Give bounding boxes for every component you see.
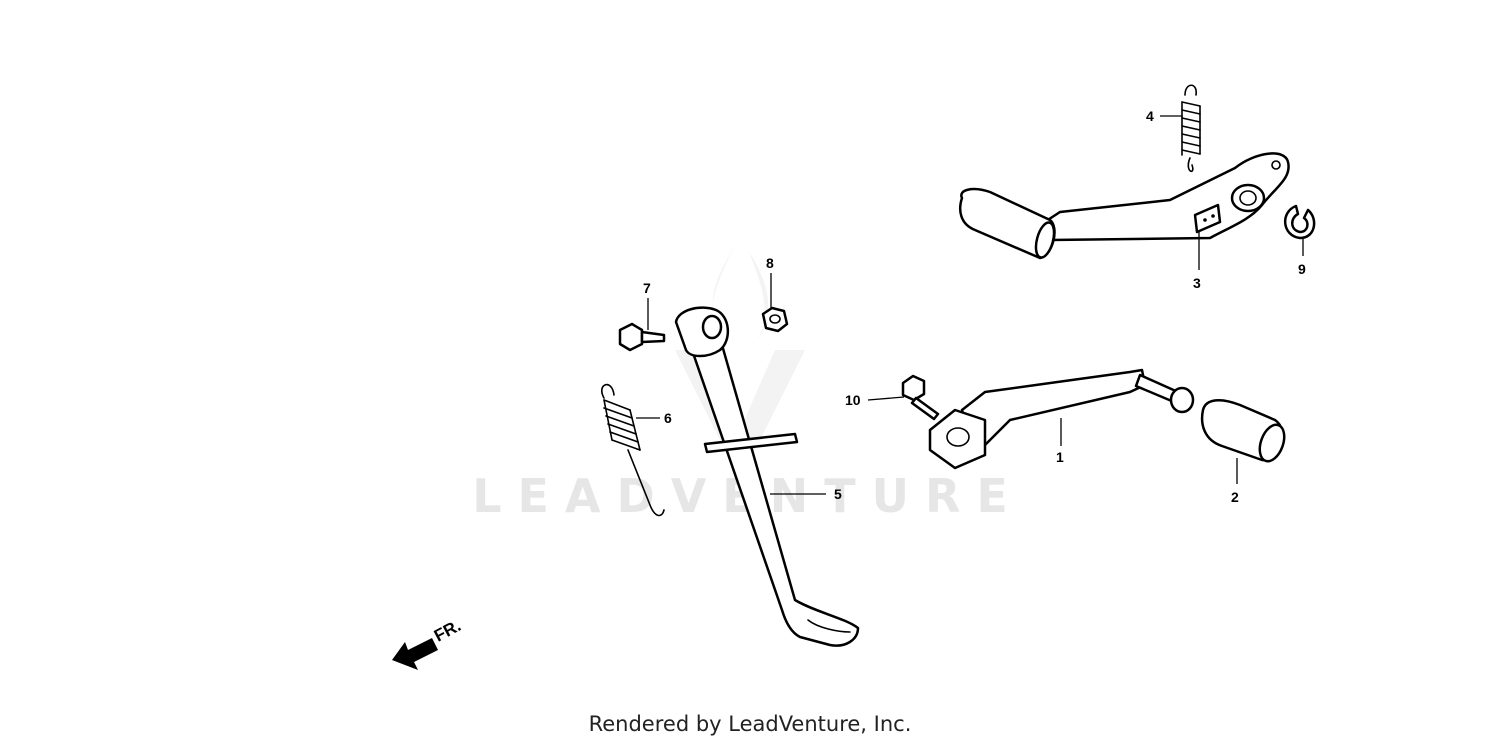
svg-text:8: 8	[766, 255, 774, 271]
pivot-bolt-part	[618, 322, 666, 352]
svg-text:3: 3	[1193, 275, 1201, 291]
flange-bolt-part	[901, 374, 940, 421]
callout-5: 5	[770, 486, 842, 502]
callout-9: 9	[1298, 238, 1306, 277]
pedal-rubber-part	[1200, 399, 1286, 463]
callout-6: 6	[636, 410, 672, 426]
svg-text:2: 2	[1231, 489, 1239, 505]
return-spring-part	[1181, 84, 1201, 173]
callout-2: 2	[1231, 458, 1239, 505]
callout-1: 1	[1056, 418, 1064, 465]
callout-10: 10	[845, 392, 905, 408]
direction-label: FR.	[431, 616, 464, 646]
svg-text:1: 1	[1056, 449, 1064, 465]
front-direction-arrow: FR.	[392, 616, 464, 670]
callout-7: 7	[643, 280, 651, 330]
callout-8: 8	[766, 255, 774, 308]
callout-4: 4	[1146, 108, 1182, 124]
snap-ring-part	[1284, 204, 1316, 240]
side-stand-part	[674, 306, 860, 647]
svg-text:10: 10	[845, 392, 861, 408]
svg-text:4: 4	[1146, 108, 1154, 124]
side-stand-spring-part	[601, 383, 665, 517]
svg-text:6: 6	[664, 410, 672, 426]
callout-3: 3	[1193, 232, 1201, 291]
svg-text:5: 5	[834, 486, 842, 502]
arrow-icon	[392, 638, 438, 670]
svg-text:9: 9	[1298, 261, 1306, 277]
svg-text:7: 7	[643, 280, 651, 296]
gearshift-pedal-part	[928, 368, 1195, 470]
nut-part	[761, 306, 789, 333]
brake-pedal-part	[958, 152, 1290, 260]
render-credit: Rendered by LeadVenture, Inc.	[588, 712, 912, 736]
